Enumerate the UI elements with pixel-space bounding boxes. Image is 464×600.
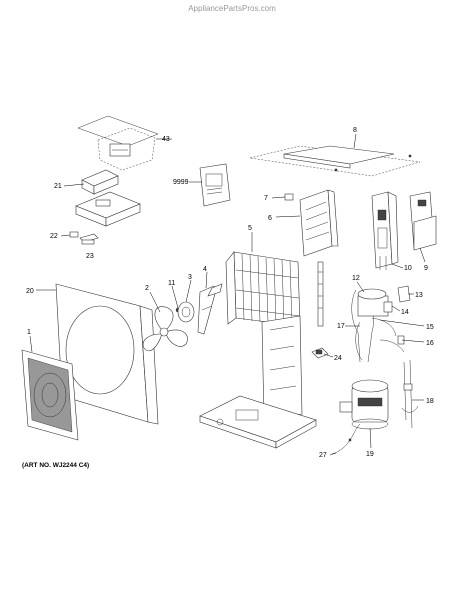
callout-22: 22	[50, 233, 58, 240]
part-23-terminal	[79, 233, 99, 245]
callout-9999: 9999	[173, 179, 189, 186]
callout-13: 13	[415, 292, 423, 299]
callout-23: 23	[86, 253, 94, 260]
part-3-fan-motor	[177, 301, 195, 323]
base-pan	[199, 395, 317, 449]
part-4-motor-bracket	[197, 283, 223, 335]
leader-lines	[29, 133, 426, 456]
callout-21: 21	[54, 183, 62, 190]
part-7-clip	[284, 193, 294, 201]
callout-18: 18	[426, 398, 434, 405]
callout-19: 19	[366, 451, 374, 458]
callout-5: 5	[248, 225, 252, 232]
part-12-reversing-valve	[351, 288, 389, 363]
callout-11: 11	[168, 280, 175, 287]
part-14-valve-coil	[383, 301, 393, 313]
part-27-cable	[331, 423, 361, 455]
part-21-tray	[75, 191, 141, 227]
callout-8: 8	[353, 127, 357, 134]
callout-24: 24	[334, 355, 342, 362]
callout-6: 6	[268, 215, 272, 222]
callout-7: 7	[264, 195, 268, 202]
part-21-control-board	[81, 169, 119, 195]
callout-4: 4	[203, 266, 207, 273]
part-15-tube	[371, 317, 397, 337]
callout-10: 10	[404, 265, 412, 272]
part-18-pipe-assembly	[401, 359, 419, 429]
callout-15: 15	[426, 324, 434, 331]
part-22-connector	[69, 231, 79, 238]
partition-panel	[261, 315, 303, 421]
part-16-tube	[379, 335, 405, 353]
callout-labels: 43 21 22 23 9999 8 7 6 5 10 9 20 2 11 3 …	[26, 127, 434, 459]
part-9999-label	[199, 163, 231, 207]
callout-14: 14	[401, 309, 409, 316]
coil-tube-bundle	[317, 261, 324, 327]
art-number: (ART NO. WJ2244 C4)	[22, 462, 90, 469]
callout-16: 16	[426, 340, 434, 347]
part-8-top-cover	[249, 145, 421, 177]
site-watermark: AppliancePartsPros.com	[188, 4, 276, 13]
callout-9: 9	[424, 265, 428, 272]
callout-3: 3	[188, 274, 192, 281]
callout-27: 27	[319, 452, 327, 459]
callout-17: 17	[337, 323, 345, 330]
part-24-reactor	[311, 347, 329, 359]
part-6-right-panel	[299, 189, 339, 257]
callout-43: 43	[162, 136, 170, 143]
part-17-tube	[355, 321, 363, 361]
callout-20: 20	[26, 288, 34, 295]
part-9-box-cover	[409, 191, 437, 251]
part-2-fan-blade	[142, 306, 188, 352]
part-19-compressor	[339, 379, 389, 430]
part-20-front-panel	[55, 283, 159, 425]
part-13-valve	[397, 285, 411, 303]
part-1-fan-grille	[21, 349, 79, 441]
callout-1: 1	[27, 329, 31, 336]
callout-12: 12	[352, 275, 360, 282]
callout-2: 2	[145, 285, 149, 292]
part-43-cover	[77, 115, 159, 171]
part-5-condenser-coil	[225, 251, 301, 327]
part-10-electrical-box	[371, 191, 399, 270]
